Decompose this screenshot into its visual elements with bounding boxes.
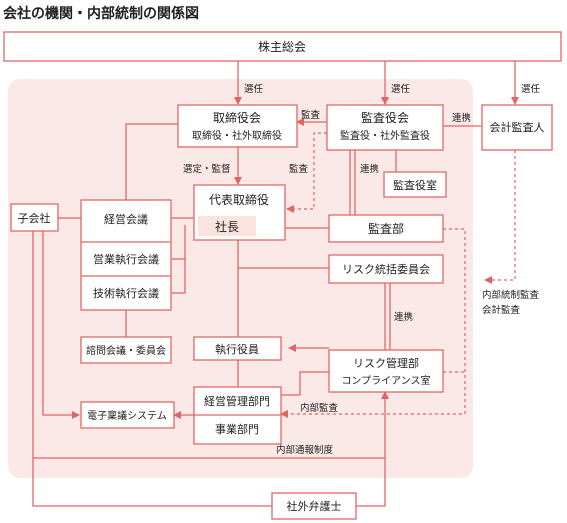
risk-committee-box bbox=[328, 254, 444, 284]
tech-exec-meeting-label: 技術執行会議 bbox=[93, 286, 159, 300]
audit-office-box bbox=[383, 171, 447, 198]
risk-committee-label: リスク統括委員会 bbox=[342, 262, 430, 276]
label-accounting-audit: 会計監査 bbox=[482, 304, 521, 316]
president-label: 社長 bbox=[215, 219, 239, 234]
dashed-audit-representative bbox=[286, 132, 327, 213]
lawyer-label: 社外弁護士 bbox=[287, 499, 342, 513]
line-risk-corp bbox=[281, 371, 329, 396]
page-title: 会社の機関・内部統制の関係図 bbox=[3, 6, 199, 22]
audit-office-label: 監査役室 bbox=[393, 178, 437, 192]
board-box bbox=[177, 104, 298, 148]
audit-board-members: 監査役・社外監査役 bbox=[340, 129, 430, 142]
business-label: 事業部門 bbox=[215, 422, 259, 436]
label-audit-2: 監査 bbox=[289, 163, 309, 175]
audit-dept-label: 監査部 bbox=[368, 221, 404, 236]
meetings-group-box bbox=[80, 199, 172, 311]
label-internal-audit: 内部監査 bbox=[300, 402, 339, 414]
sales-exec-meeting-label: 営業執行会議 bbox=[93, 252, 159, 266]
representative-label: 代表取締役 bbox=[209, 192, 269, 207]
label-elect-2: 選任 bbox=[391, 83, 411, 95]
dashed-internal-audit bbox=[280, 228, 466, 418]
president-shade bbox=[198, 216, 256, 236]
arrow-subsidiary-approval bbox=[42, 230, 80, 419]
board-members: 取締役・社外取締役 bbox=[192, 129, 282, 142]
subsidiary-box bbox=[10, 203, 59, 232]
officers-box bbox=[193, 336, 282, 361]
risk-mgmt-label: リスク管理部 bbox=[353, 356, 419, 370]
lawyer-box bbox=[271, 492, 357, 520]
label-audit-1: 監査 bbox=[301, 109, 321, 121]
e-approval-box bbox=[80, 401, 175, 429]
line-lawyer-right bbox=[356, 458, 386, 507]
shareholders-box bbox=[3, 31, 562, 62]
compliance-label: コンプライアンス室 bbox=[341, 374, 430, 387]
advisory-label: 諮問会議・委員会 bbox=[86, 344, 166, 357]
officers-label: 執行役員 bbox=[215, 342, 259, 356]
shareholders-label: 株主総会 bbox=[258, 39, 306, 54]
management-meeting-label: 経営会議 bbox=[104, 212, 148, 226]
label-cooperation-2: 連携 bbox=[360, 163, 379, 175]
dashed-accountant-audit bbox=[484, 150, 516, 284]
label-cooperation-3: 連携 bbox=[394, 311, 413, 323]
label-elect-3: 選任 bbox=[521, 83, 541, 95]
line-tech-trunk bbox=[171, 259, 186, 294]
arrow-whistleblowing bbox=[32, 230, 389, 459]
label-cooperation-1: 連携 bbox=[452, 112, 471, 124]
audit-board-label: 監査役会 bbox=[361, 110, 409, 125]
label-internal-control-audit: 内部統制監査 bbox=[482, 289, 540, 301]
accountant-label: 会計監査人 bbox=[490, 120, 545, 134]
label-elect-1: 選任 bbox=[244, 83, 264, 95]
line-lawyer-left bbox=[32, 458, 272, 507]
corp-planning-label: 経営管理部門 bbox=[204, 394, 270, 408]
line-board-management bbox=[125, 123, 178, 200]
audit-dept-box bbox=[328, 214, 444, 243]
audit-board-box bbox=[326, 104, 444, 151]
advisory-box bbox=[80, 336, 172, 364]
board-label: 取締役会 bbox=[213, 110, 261, 125]
accountant-box bbox=[481, 104, 553, 151]
e-approval-label: 電子稟議システム bbox=[87, 409, 167, 422]
label-whistleblowing: 内部通報制度 bbox=[276, 444, 334, 456]
subsidiary-label: 子会社 bbox=[18, 211, 51, 225]
label-appoint-supervise: 選定・監督 bbox=[183, 163, 231, 175]
risk-mgmt-box bbox=[328, 349, 444, 393]
